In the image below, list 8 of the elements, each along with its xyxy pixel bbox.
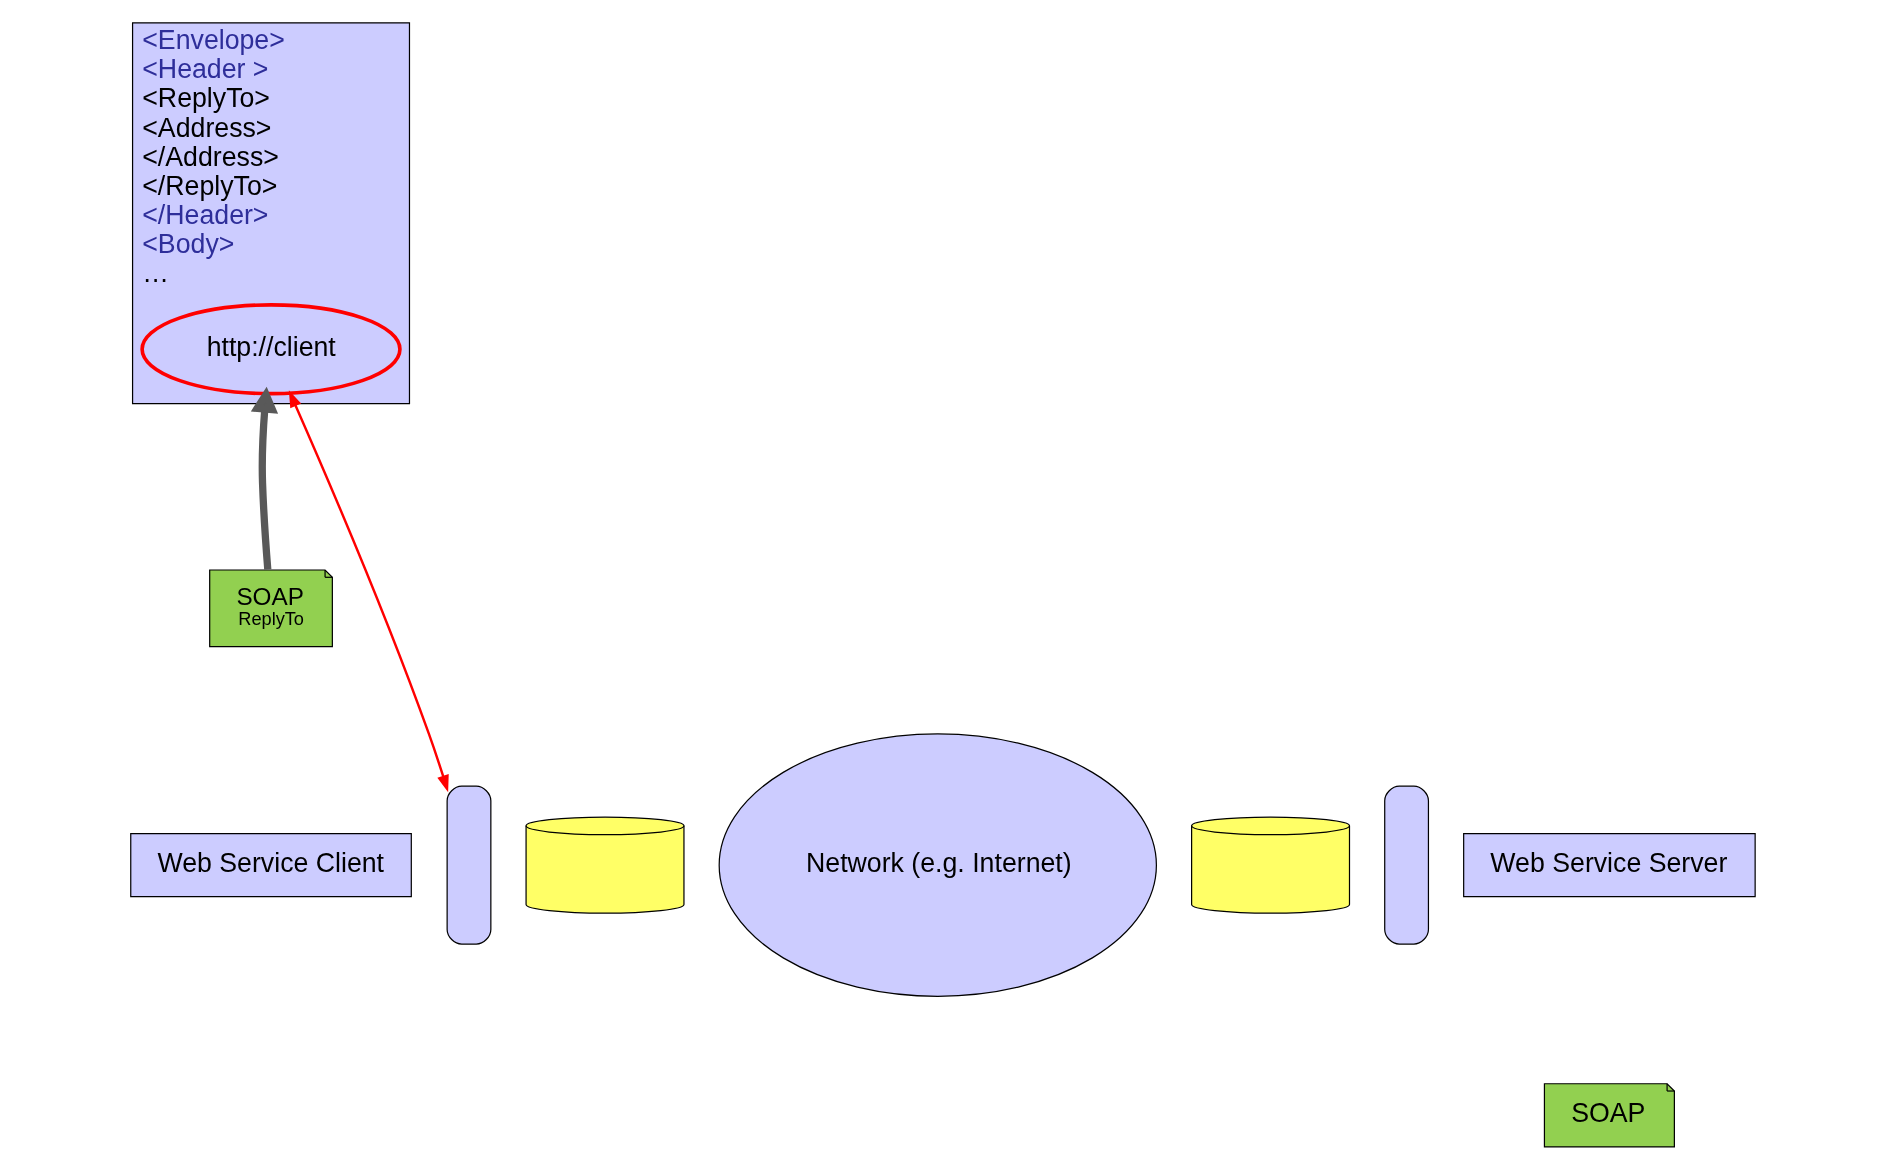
- node-box: Web Service Client: [129, 832, 412, 898]
- arrow: [250, 386, 278, 570]
- node-ellipse: Network (e.g. Internet): [718, 733, 1157, 997]
- node-ellipse: http://client: [139, 303, 402, 396]
- node-box: Web Service Server: [1462, 832, 1756, 898]
- node-box: [446, 785, 491, 945]
- node-box: [1383, 785, 1429, 945]
- arrow: [288, 390, 449, 793]
